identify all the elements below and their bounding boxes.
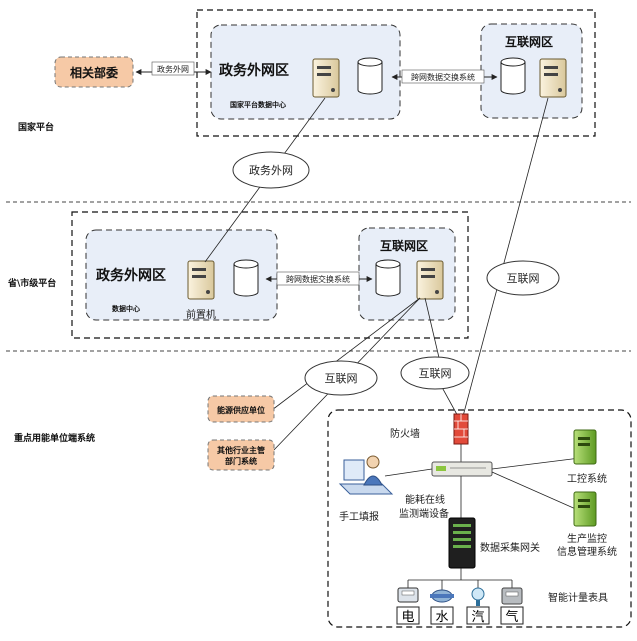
energy-supplier-label: 能源供应单位 — [217, 405, 265, 415]
energy-supplier-tag — [207, 395, 275, 423]
industry-dept-tag — [207, 439, 275, 471]
national-gov-db-icon — [357, 57, 383, 95]
provincial-internet-zone-title: 互联网区 — [380, 239, 428, 253]
provincial-internet-server-icon — [416, 260, 444, 300]
internet-cloud-right — [486, 260, 560, 296]
internet-link-mid — [424, 297, 441, 363]
provincial-front-server-icon — [187, 260, 215, 300]
monitor-device-icon — [431, 461, 493, 477]
water-meter-icon — [430, 589, 454, 603]
meter-tag-box — [500, 606, 524, 625]
provincial-gov-zone-title: 政务外网区 — [96, 267, 166, 284]
meter-tag-box — [466, 606, 490, 625]
meters-label: 智能计量表具 — [548, 591, 608, 604]
provincial-data-center-label: 数据中心 — [112, 304, 140, 313]
internet-cloud-left — [304, 360, 378, 396]
meter-tag-gas: 气 — [505, 609, 518, 625]
related-dept-label: 相关部委 — [70, 65, 119, 80]
national-cross-network-box — [401, 69, 485, 84]
meter-tag-electricity: 电 — [401, 610, 414, 625]
monitor-to-production-line — [491, 471, 579, 511]
gas-meter-icon — [501, 587, 523, 605]
internet-link-supplier — [271, 297, 421, 411]
enterprise-outer — [327, 409, 632, 628]
manual-entry-icon — [338, 455, 394, 495]
provincial-platform-outer — [71, 211, 469, 339]
monitor-to-control-line — [491, 457, 581, 470]
industry-dept-label-2: 部门系统 — [225, 456, 257, 466]
gov-link-label-box — [151, 61, 195, 76]
meter-tag-box — [396, 606, 420, 625]
manual-entry-label: 手工填报 — [339, 510, 379, 523]
industry-dept-label-1: 其他行业主管 — [217, 445, 265, 455]
gov-net-cloud-label: 政务外网 — [249, 163, 293, 177]
provincial-cross-network-label: 跨网数据交换系统 — [286, 274, 350, 284]
internet-cloud-right-label: 互联网 — [507, 272, 540, 285]
control-system-label: 工控系统 — [567, 472, 607, 485]
meter-tags: 电 水 汽 气 — [396, 606, 524, 625]
national-internet-server-icon — [539, 58, 567, 98]
production-label-1: 生产监控 — [567, 532, 607, 545]
national-internet-db-icon — [500, 57, 526, 95]
related-dept-tag — [54, 56, 134, 88]
national-internet-zone-title: 互联网区 — [505, 35, 553, 49]
provincial-gov-db-icon — [233, 259, 259, 297]
provincial-cross-network-box — [276, 271, 360, 286]
manual-to-monitor-line — [384, 468, 433, 477]
firewall-label: 防火墙 — [390, 427, 420, 440]
control-system-server-icon — [573, 429, 597, 465]
national-cross-network-label: 跨网数据交换系统 — [411, 72, 475, 82]
internet-cloud-left-label: 互联网 — [325, 372, 358, 385]
gov-net-cloud — [232, 151, 310, 189]
steam-meter-icon — [471, 587, 485, 606]
zone-label-enterprise: 重点用能单位端系统 — [14, 432, 95, 444]
national-data-center-label: 国家平台数据中心 — [230, 100, 286, 109]
internet-link-right — [461, 97, 549, 421]
firewall-icon — [453, 413, 469, 445]
electricity-meter-icon — [397, 587, 419, 603]
provincial-internet-db-icon — [375, 259, 401, 297]
monitor-device-label-1: 能耗在线 — [405, 493, 445, 506]
national-gov-server-icon — [312, 58, 340, 98]
gateway-label: 数据采集网关 — [480, 541, 540, 554]
internet-cloud-mid — [400, 356, 470, 390]
zone-label-provincial: 省\市级平台 — [7, 277, 56, 289]
meter-tag-steam: 汽 — [471, 610, 484, 625]
meter-tag-water: 水 — [435, 610, 448, 625]
national-gov-zone-title: 政务外网区 — [219, 62, 289, 79]
monitor-device-label-2: 监测端设备 — [399, 507, 449, 520]
provincial-front-server-label: 前置机 — [186, 308, 216, 321]
gov-link-label: 政务外网 — [157, 64, 189, 74]
internet-cloud-mid-label: 互联网 — [419, 367, 452, 380]
gateway-icon — [448, 517, 476, 569]
production-label-2: 信息管理系统 — [557, 545, 617, 558]
meter-tag-box — [430, 606, 454, 625]
production-server-icon — [573, 491, 597, 527]
zone-label-national: 国家平台 — [18, 121, 54, 133]
